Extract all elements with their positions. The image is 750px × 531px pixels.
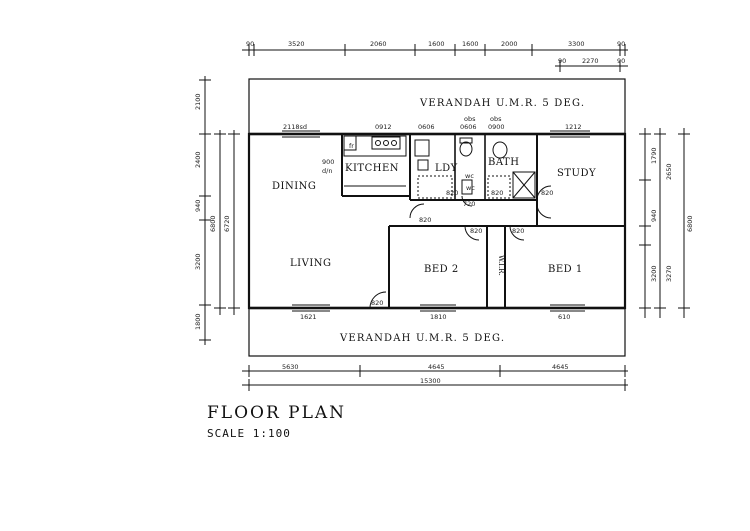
window-label: 0900	[488, 123, 505, 131]
dim-label: 2000	[501, 40, 518, 48]
door-swing	[369, 291, 387, 309]
bath-cupboard	[487, 175, 511, 199]
dim-label: 1600	[428, 40, 445, 48]
door-swing	[536, 185, 552, 201]
dim-label: 6800	[686, 215, 694, 232]
dim-label: 940	[650, 210, 658, 222]
verandah-bottom-label: VERANDAH U.M.R. 5 DEG.	[339, 333, 505, 344]
door-label: 820	[470, 227, 482, 235]
window-label: 0912	[375, 123, 392, 131]
door-swing	[509, 225, 525, 241]
window-label: 0606	[418, 123, 435, 131]
house-outline	[247, 132, 627, 310]
fridge-label: fr	[349, 142, 354, 150]
door-swing	[461, 195, 473, 207]
dim-label: 3200	[194, 253, 202, 270]
door-label: 820	[491, 189, 503, 197]
door-label: 820	[541, 189, 553, 197]
title-block: FLOOR PLAN SCALE 1:100	[207, 403, 346, 440]
dim-label: 90	[246, 40, 254, 48]
drawing-scale: SCALE 1:100	[207, 427, 291, 440]
kitchen-note: 900	[322, 158, 334, 166]
dim-label: 3520	[288, 40, 305, 48]
door-swing	[536, 203, 552, 219]
dim-label: 1800	[194, 313, 202, 330]
door-swing	[409, 203, 425, 219]
obs-label: obs	[490, 115, 502, 123]
dim-label: 1600	[462, 40, 479, 48]
dim-label: 940	[194, 200, 202, 212]
window-label: 1810	[430, 313, 447, 321]
wc-label: wc	[466, 184, 475, 192]
dim-label: 2650	[665, 163, 673, 180]
room-laundry: LDY	[435, 163, 458, 174]
window-label: 1212	[565, 123, 582, 131]
dim-label: 3200	[650, 265, 658, 282]
room-dining: DINING	[272, 181, 316, 192]
dim-label: 3300	[568, 40, 585, 48]
dim-label: 4645	[552, 363, 569, 371]
window-label: 0606	[460, 123, 477, 131]
dim-label: 6800	[209, 215, 217, 232]
room-bed-2: BED 2	[424, 264, 459, 275]
room-bath: BATH	[488, 157, 519, 168]
window-label: 1621	[300, 313, 317, 321]
room-wir: W.I.R.	[497, 255, 505, 276]
door-label: 820	[512, 227, 524, 235]
dim-label-total: 15300	[420, 377, 441, 385]
dim-label: 1790	[650, 147, 658, 164]
wc-pan	[459, 141, 473, 157]
wc-label: wc	[465, 172, 474, 180]
dim-label: 2060	[370, 40, 387, 48]
room-living: LIVING	[290, 258, 332, 269]
dim-label: 2270	[582, 57, 599, 65]
laundry-tub	[414, 139, 430, 157]
basin	[492, 141, 508, 159]
room-study: STUDY	[557, 168, 596, 179]
fridge	[343, 135, 357, 151]
dim-label: 5630	[282, 363, 299, 371]
washing-machine	[417, 159, 429, 171]
window-label: 2118sd	[283, 123, 307, 131]
verandah-top-label: VERANDAH U.M.R. 5 DEG.	[419, 98, 585, 109]
kitchen-note: d/n	[322, 167, 332, 175]
shower	[512, 171, 536, 199]
door-label: 820	[371, 299, 383, 307]
obs-label: obs	[464, 115, 476, 123]
wc-2	[461, 179, 473, 195]
dim-label: 3270	[665, 265, 673, 282]
dim-label: 90	[617, 57, 625, 65]
room-bed-1: BED 1	[548, 264, 583, 275]
dim-label: 4645	[428, 363, 445, 371]
door-swing	[464, 225, 480, 241]
door-label: 820	[446, 189, 458, 197]
window-label: 610	[558, 313, 570, 321]
dim-label: 90	[558, 57, 566, 65]
drawing-title: FLOOR PLAN	[207, 403, 347, 423]
dim-label: 90	[617, 40, 625, 48]
dim-label: 2100	[194, 93, 202, 110]
dim-label: 6720	[223, 215, 231, 232]
cooktop	[371, 136, 401, 150]
room-kitchen: KITCHEN	[345, 163, 399, 174]
door-label: 820	[419, 216, 431, 224]
laundry-cupboard	[417, 175, 453, 199]
dim-label: 2400	[194, 151, 202, 168]
door-label: 720	[463, 200, 475, 208]
